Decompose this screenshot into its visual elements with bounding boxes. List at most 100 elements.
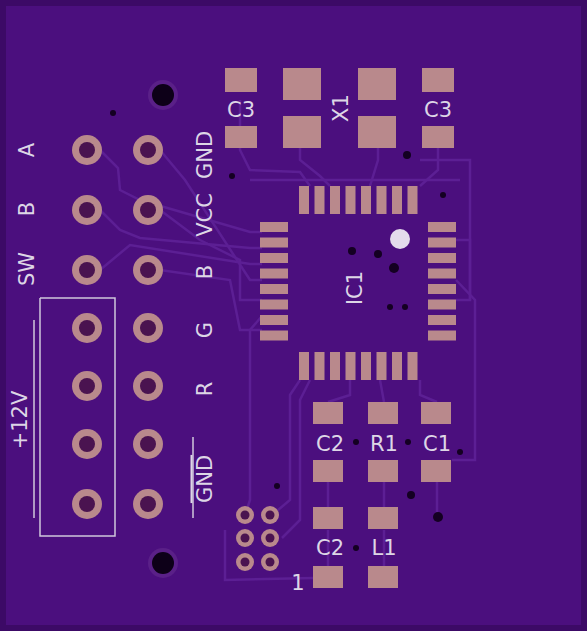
part-name: IC1 [345,271,366,305]
hole-drill [140,378,156,394]
hole-ring [72,313,102,343]
ic-pad [428,222,456,232]
ic-pad [361,352,371,380]
ic-pad [260,269,288,279]
header-drill [266,534,275,543]
hole-drill [140,202,156,218]
ic-pad [428,238,456,248]
hole-drill [140,320,156,336]
hole-drill [140,436,156,452]
ic-pad [377,186,387,214]
hole-drill [140,496,156,512]
traces [100,100,475,580]
hole-drill [79,262,95,278]
part-name: C3 [424,100,452,121]
ic-pad [361,186,371,214]
hole-drill [79,378,95,394]
header-drill [241,534,250,543]
smd-pads [225,68,454,588]
connector-outline [40,298,115,536]
ic-pad [260,253,288,263]
ic-pad [260,222,288,232]
through-holes [72,135,279,571]
pin-number: 1 [291,573,304,594]
signal-name: R [195,382,216,397]
header-ring [261,506,279,524]
hole-drill [140,142,156,158]
part-name: C2 [316,434,344,455]
ic-pad [428,315,456,325]
ic-pad [392,186,402,214]
ic-pad [428,253,456,263]
ic-pad [346,352,356,380]
ic-pad [428,284,456,294]
signal-name: A [17,143,38,157]
signal-name: SW [17,252,38,286]
ic-pad [408,352,418,380]
ic-pad [330,352,340,380]
hole-ring [133,489,163,519]
ic-pad [315,352,325,380]
header-ring [236,553,254,571]
hole-ring [72,135,102,165]
ic-pad [330,186,340,214]
part-name: C2 [316,538,344,559]
ic-pad [377,352,387,380]
signal-name: VCC [195,193,216,237]
hole-drill [79,496,95,512]
ic-pad [260,300,288,310]
signal-name: B [195,265,216,279]
part-name: C1 [423,434,451,455]
ic-pad [260,238,288,248]
header-ring [236,529,254,547]
ic-pads [260,186,456,380]
hole-drill [140,262,156,278]
ic-pad [428,300,456,310]
ic-pad [299,186,309,214]
hole-ring [133,135,163,165]
signal-name: +12V [10,391,31,450]
hole-ring [72,195,102,225]
ic-pad [346,186,356,214]
silk-line [33,320,35,518]
ic-pad [392,352,402,380]
hole-drill [79,202,95,218]
hole-ring [72,255,102,285]
hole-ring [72,489,102,519]
ic-pad [315,186,325,214]
hole-ring [72,371,102,401]
hole-drill [79,142,95,158]
header-drill [266,558,275,567]
ic-pad [260,315,288,325]
ic-pad [408,186,418,214]
part-name: R1 [370,434,398,455]
ic-pad [428,269,456,279]
hole-ring [72,429,102,459]
header-ring [261,553,279,571]
mounting-holes [148,80,178,578]
signal-name: G [195,322,216,338]
signal-name: GND [195,455,216,503]
signal-name: GND [195,131,216,179]
header-drill [266,511,275,520]
ic-pad [428,331,456,341]
header-ring [261,529,279,547]
ic-pad [260,331,288,341]
hole-ring [133,313,163,343]
header-ring [236,506,254,524]
pin1-dot [390,229,410,249]
part-name: X1 [331,94,352,122]
hole-drill [79,320,95,336]
hole-ring [133,195,163,225]
hole-ring [133,255,163,285]
vias [110,110,463,551]
board-fill [6,6,581,625]
hole-drill [79,436,95,452]
header-drill [241,558,250,567]
ic-pad [260,284,288,294]
hole-ring [133,429,163,459]
ic-pad [299,352,309,380]
part-name: C3 [227,100,255,121]
